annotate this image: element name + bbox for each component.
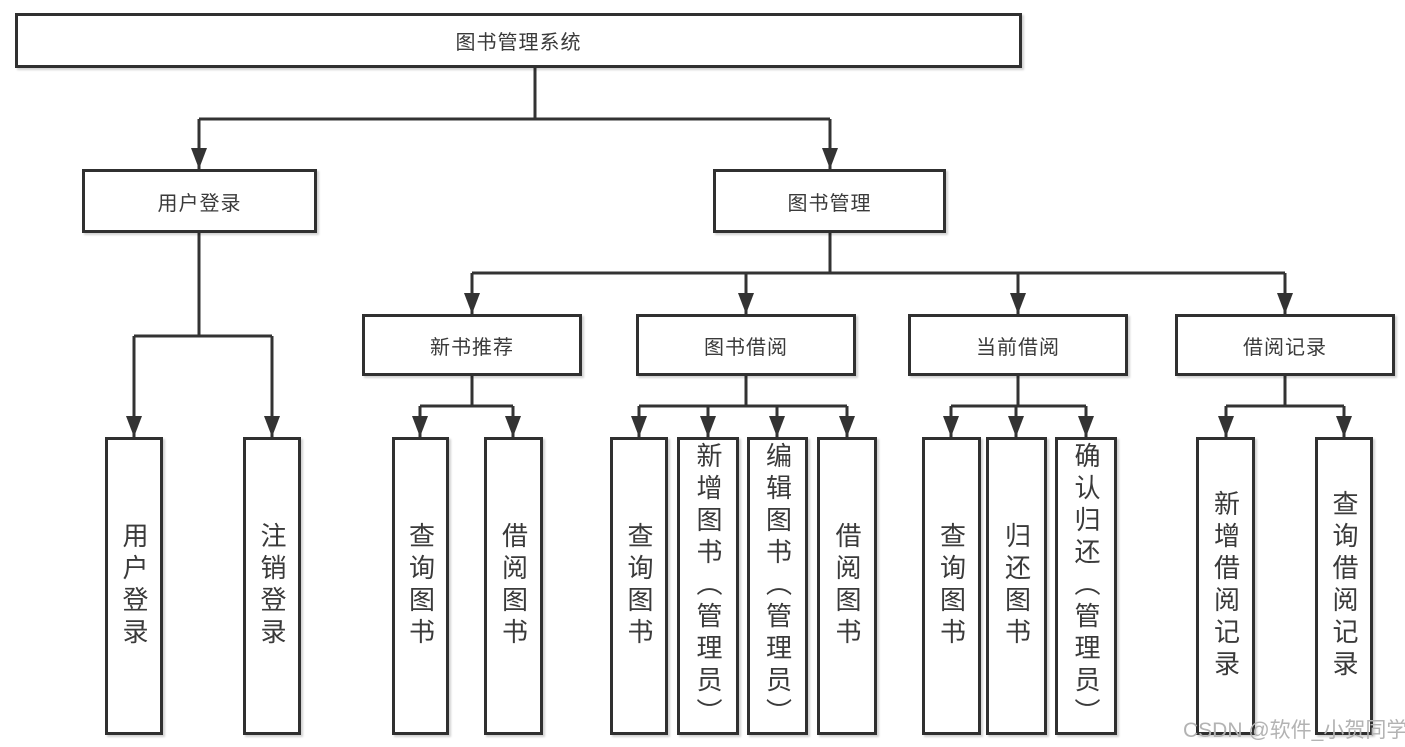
node-new-book-recommend: 新书推荐	[362, 314, 582, 376]
node-label: 用户登录	[119, 522, 149, 650]
leaf-query-books: 查询图书	[922, 437, 981, 735]
leaf-confirm-return-admin: 确认归还（管理员）	[1055, 437, 1117, 735]
leaf-edit-books-admin: 编辑图书（管理员）	[747, 437, 808, 735]
leaf-add-books-admin: 新增图书（管理员）	[677, 437, 739, 735]
node-label: 查询图书	[624, 522, 654, 650]
node-label: 查询借阅记录	[1329, 490, 1359, 682]
node-root: 图书管理系统	[15, 13, 1022, 68]
node-label: 用户登录	[157, 192, 242, 215]
node-label: 确认归还（管理员）	[1071, 442, 1101, 730]
leaf-borrow-books: 借阅图书	[817, 437, 877, 735]
node-book-management: 图书管理	[713, 169, 946, 233]
node-label: 借阅记录	[1243, 336, 1327, 359]
csdn-watermark: CSDN @软件_小贺同学	[1183, 719, 1405, 742]
node-label: 新增图书（管理员）	[693, 442, 723, 730]
leaf-logout: 注销登录	[243, 437, 301, 735]
node-user-login: 用户登录	[82, 169, 317, 233]
node-label: 图书管理	[787, 192, 872, 215]
node-label: 查询图书	[405, 522, 436, 650]
node-label: 查询图书	[936, 522, 967, 650]
node-label: 编辑图书（管理员）	[762, 442, 793, 730]
leaf-borrow-books: 借阅图书	[484, 437, 543, 735]
leaf-query-books: 查询图书	[392, 437, 449, 735]
node-book-borrow: 图书借阅	[636, 314, 856, 376]
node-borrow-records: 借阅记录	[1175, 314, 1395, 376]
leaf-query-borrow-record: 查询借阅记录	[1315, 437, 1373, 735]
node-label: 注销登录	[257, 522, 287, 650]
node-label: 借阅图书	[832, 522, 862, 650]
node-label: 图书借阅	[704, 336, 788, 359]
node-label: 当前借阅	[976, 336, 1060, 359]
arrowhead-icons	[126, 148, 1352, 437]
connector-lines	[132, 68, 1346, 437]
leaf-add-borrow-record: 新增借阅记录	[1196, 437, 1255, 735]
node-label: 归还图书	[1001, 522, 1032, 650]
node-label: 图书管理系统	[455, 32, 582, 54]
leaf-return-books: 归还图书	[986, 437, 1047, 735]
leaf-user-login: 用户登录	[105, 437, 163, 735]
node-label: 新书推荐	[430, 336, 514, 359]
node-current-borrow: 当前借阅	[908, 314, 1128, 376]
node-label: 新增借阅记录	[1210, 490, 1241, 682]
node-label: 借阅图书	[498, 522, 529, 650]
leaf-query-books: 查询图书	[610, 437, 668, 735]
